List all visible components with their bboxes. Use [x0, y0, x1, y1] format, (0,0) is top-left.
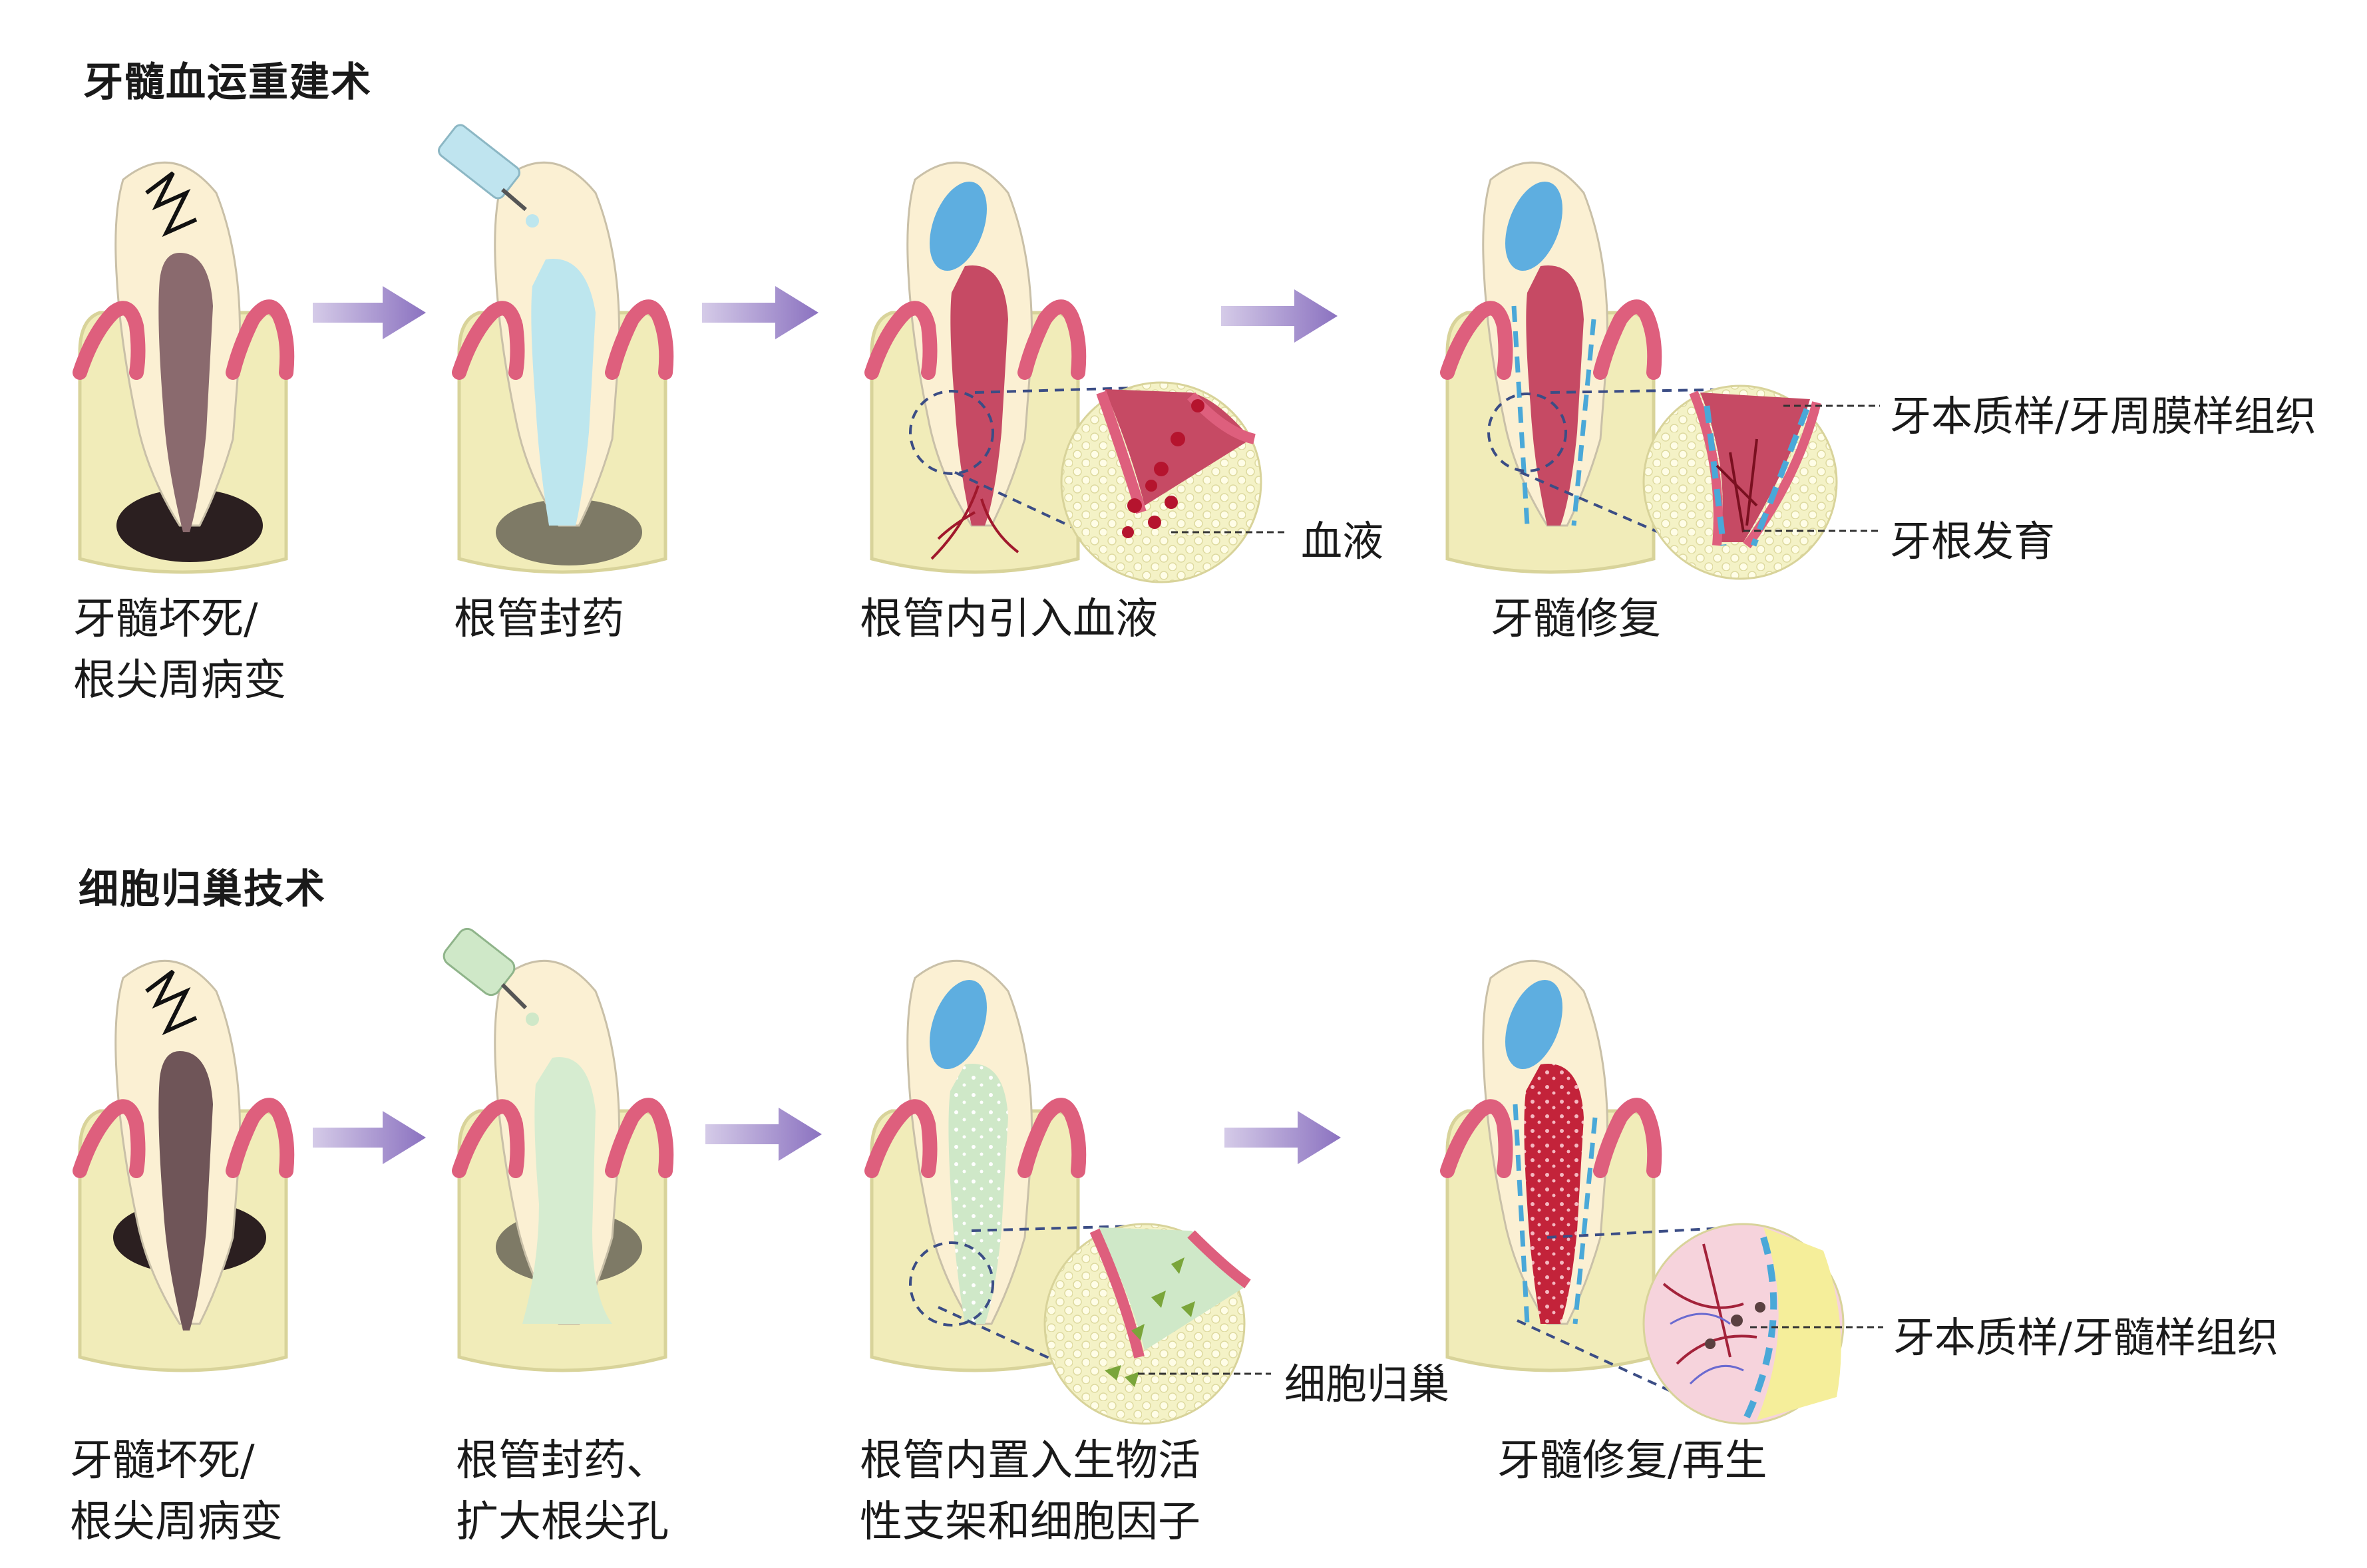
arrow-icon [313, 1111, 426, 1164]
caption-top-step1: 牙髓坏死/ 根尖周病变 [73, 589, 286, 711]
caption-line: 根管内引入血液 [860, 595, 1158, 644]
callout-root-development: 牙根发育 [1890, 517, 2056, 565]
caption-line: 扩大根尖孔 [456, 1497, 669, 1547]
caption-bottom-step3: 根管内置入生物活 性支架和细胞因子 [860, 1430, 1200, 1553]
caption-bottom-step4: 牙髓修复/再生 [1497, 1430, 1767, 1491]
caption-line: 根管封药 [454, 595, 624, 644]
tooth-repair-top [1447, 161, 1654, 572]
arrow-icon [313, 286, 426, 339]
caption-top-step3: 根管内引入血液 [860, 589, 1158, 650]
callout-cell-homing: 细胞归巢 [1284, 1360, 1450, 1408]
tooth-blood-top [872, 161, 1079, 572]
caption-line: 牙髓修复 [1491, 595, 1661, 644]
tooth-medication-top [459, 161, 666, 572]
caption-line: 根管封药、 [456, 1436, 669, 1486]
callout-blood: 血液 [1301, 517, 1384, 565]
syringe-icon [438, 124, 539, 228]
section-title-revascularization: 牙髓血运重建术 [83, 59, 372, 106]
caption-line: 牙髓修复/再生 [1497, 1436, 1767, 1486]
callout-dentin-pdl: 牙本质样/牙周膜样组织 [1890, 392, 2316, 440]
arrow-icon [705, 1108, 822, 1161]
tooth-regeneration-bottom [1447, 959, 1654, 1370]
caption-top-step4: 牙髓修复 [1491, 589, 1661, 650]
caption-bottom-step2: 根管封药、 扩大根尖孔 [456, 1430, 669, 1553]
caption-bottom-step1: 牙髓坏死/ 根尖周病变 [70, 1430, 283, 1553]
arrow-icon [702, 286, 819, 339]
caption-line: 根管内置入生物活 [860, 1436, 1200, 1486]
magnify-regeneration [1517, 1223, 1845, 1425]
arrow-icon [1224, 1111, 1341, 1164]
tooth-medication-bottom [459, 959, 666, 1370]
caption-line: 牙髓坏死/ [70, 1436, 255, 1486]
tooth-necrotic-bottom [80, 959, 287, 1370]
arrow-icon [1221, 289, 1338, 343]
tooth-scaffold-bottom [872, 959, 1079, 1370]
caption-top-step2: 根管封药 [454, 589, 624, 650]
caption-line: 牙髓坏死/ [73, 595, 258, 644]
caption-line: 根尖周病变 [73, 656, 286, 705]
callout-dentin-pulp: 牙本质样/牙髓样组织 [1893, 1313, 2278, 1362]
caption-line: 性支架和细胞因子 [860, 1497, 1200, 1547]
section-title-cell-homing: 细胞归巢技术 [79, 866, 326, 913]
caption-line: 根尖周病变 [70, 1497, 283, 1547]
tooth-necrotic-top [80, 161, 287, 572]
magnify-blood [954, 381, 1262, 583]
drill-icon [443, 927, 539, 1026]
